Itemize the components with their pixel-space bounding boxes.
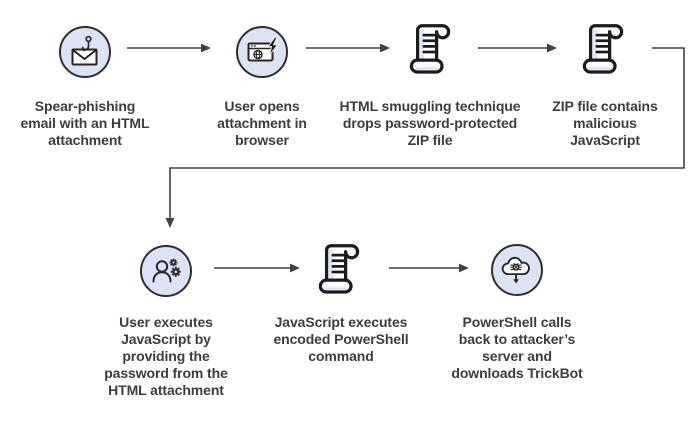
script-scroll-icon — [318, 243, 360, 294]
caption-line: PowerShell calls — [462, 314, 572, 330]
step6-node — [316, 242, 366, 297]
step5-caption: User executes JavaScript by providing th… — [66, 314, 266, 399]
caption-line: ZIP file — [407, 132, 453, 148]
caption-line: encoded PowerShell — [273, 331, 409, 347]
caption-line: HTML smuggling technique — [339, 98, 521, 114]
step3-caption: HTML smuggling technique drops password-… — [325, 98, 535, 149]
caption-line: downloads TrickBot — [451, 365, 583, 381]
caption-line: HTML attachment — [108, 382, 224, 398]
caption-line: User executes — [119, 314, 213, 330]
spear-phishing-email-icon — [71, 35, 97, 65]
caption-line: server and — [482, 348, 552, 364]
gear-icon — [169, 258, 181, 277]
caption-line: drops password-protected — [342, 115, 518, 131]
step5-node — [139, 244, 192, 297]
step7-caption: PowerShell calls back to attacker’s serv… — [417, 314, 617, 382]
caption-line: Spear-phishing — [34, 98, 136, 114]
caption-line: JavaScript executes — [274, 314, 408, 330]
lightning-bolt-icon — [266, 36, 278, 56]
step4-caption: ZIP file contains malicious JavaScript — [505, 98, 700, 149]
caption-line: email with an HTML — [20, 115, 150, 131]
step1-caption: Spear-phishing email with an HTML attach… — [0, 98, 185, 149]
bug-icon — [510, 262, 523, 271]
caption-line: command — [308, 348, 374, 364]
arrowheads — [165, 43, 557, 273]
step7-node — [490, 243, 543, 296]
browser-lightning-icon — [247, 36, 278, 61]
caption-line: ZIP file contains — [552, 98, 658, 114]
user-gears-icon — [152, 258, 181, 282]
step2-node — [235, 25, 288, 78]
caption-line: User opens — [224, 98, 300, 114]
caption-line: providing the — [122, 348, 210, 364]
script-scroll-icon — [409, 24, 451, 74]
caption-line: malicious — [573, 115, 637, 131]
step1-node — [58, 25, 111, 78]
step3-node — [407, 22, 457, 77]
caption-line: browser — [235, 132, 289, 148]
script-scroll-icon — [582, 24, 624, 74]
caption-line: JavaScript by — [121, 331, 211, 347]
step6-caption: JavaScript executes encoded PowerShell c… — [241, 314, 441, 365]
caption-line: attachment in — [217, 115, 307, 131]
cloud-malware-download-icon — [501, 256, 530, 284]
caption-line: JavaScript — [570, 132, 640, 148]
step4-node — [580, 22, 630, 77]
caption-line: password from the — [104, 365, 228, 381]
caption-line: back to attacker’s — [458, 331, 576, 347]
step2-caption: User opens attachment in browser — [162, 98, 362, 149]
arrow-step4-step5-elbow — [169, 47, 685, 219]
caption-line: attachment — [48, 132, 122, 148]
